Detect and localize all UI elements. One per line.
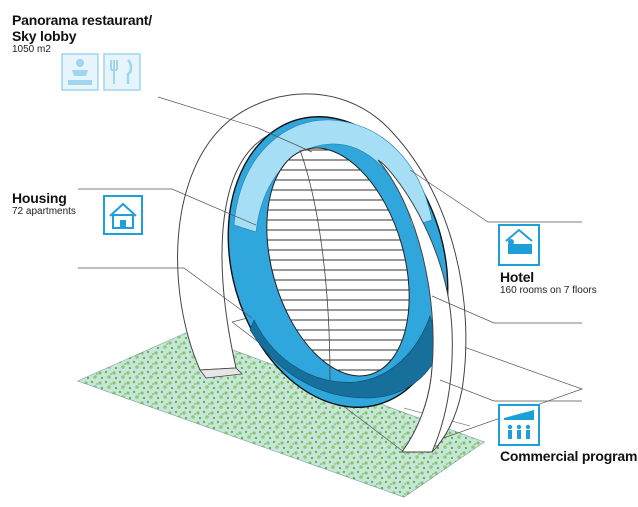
hotel-rooms: 160 rooms on 7 floors	[500, 285, 597, 296]
hotel-label: Hotel 160 rooms on 7 floors	[500, 269, 597, 297]
panorama-title-line2: Sky lobby	[12, 28, 77, 44]
commercial-label: Commercial program	[500, 448, 637, 464]
arch-front-leg	[377, 159, 453, 453]
housing-count: 72 apartments	[12, 206, 76, 217]
panorama-title: Panorama restaurant/	[12, 12, 152, 28]
leader-lines	[78, 96, 582, 402]
tower-ring	[227, 116, 449, 408]
bed-icon	[498, 224, 540, 266]
housing-title: Housing	[12, 190, 67, 206]
sky-lobby-icon	[61, 53, 99, 91]
panorama-area: 1050 m2	[12, 44, 51, 55]
ground-plot	[76, 332, 485, 498]
panorama-label: Panorama restaurant/ Sky lobby 1050 m2	[12, 12, 152, 56]
shoppers-icon	[498, 404, 540, 446]
housing-label: Housing 72 apartments	[12, 190, 76, 218]
house-icon	[103, 195, 143, 235]
commercial-title: Commercial program	[500, 448, 638, 464]
hotel-title: Hotel	[500, 269, 535, 285]
restaurant-icon	[103, 53, 141, 91]
